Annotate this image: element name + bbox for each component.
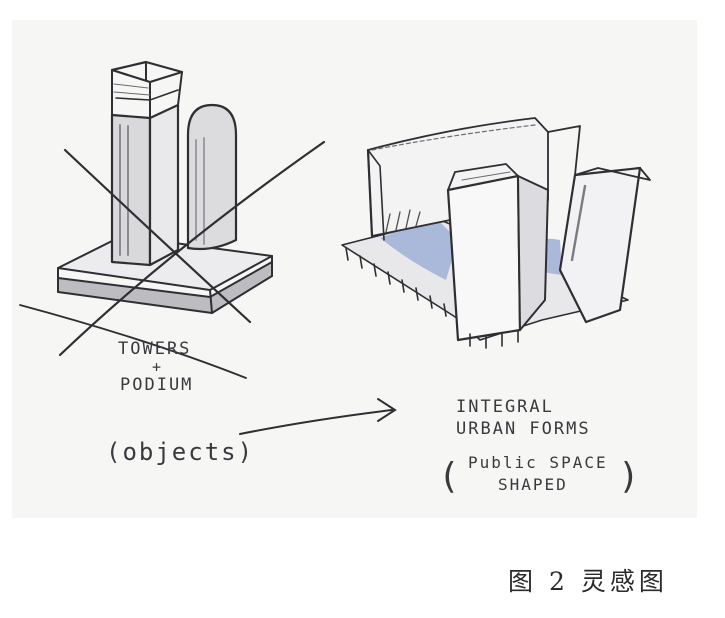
- central-block-front: [446, 174, 522, 342]
- water-area-left: [380, 222, 458, 280]
- glass-tower-side: [148, 103, 180, 267]
- figure-caption: 图 2 灵感图: [508, 562, 668, 598]
- objects-note: (objects): [106, 438, 254, 466]
- podium-label: PODIUM: [120, 375, 193, 395]
- shaped-label: SHAPED: [498, 475, 568, 494]
- cross-out-arc: [19, 304, 247, 379]
- central-block-side: [517, 175, 549, 331]
- right-block: [558, 166, 642, 324]
- figure-title: 灵感图: [580, 567, 668, 596]
- integral-forms-drawing: [341, 117, 651, 349]
- arrow: [239, 398, 397, 435]
- towers-podium-drawing: [19, 60, 326, 379]
- plus-label: +: [152, 358, 163, 376]
- towers-label: TOWERS: [118, 339, 191, 359]
- public-space-label: Public SPACE: [468, 453, 608, 472]
- note-paren-right: ): [618, 456, 642, 497]
- round-tower: [186, 103, 238, 251]
- cross-out-line-1: [63, 148, 252, 324]
- glass-tower-front: [110, 113, 152, 267]
- cross-out-line-2: [58, 140, 326, 357]
- integral-label: INTEGRAL: [456, 397, 554, 417]
- note-paren-left: (: [438, 456, 462, 497]
- urban-forms-label: URBAN FORMS: [456, 419, 591, 439]
- figure-number: 图 2: [508, 567, 569, 596]
